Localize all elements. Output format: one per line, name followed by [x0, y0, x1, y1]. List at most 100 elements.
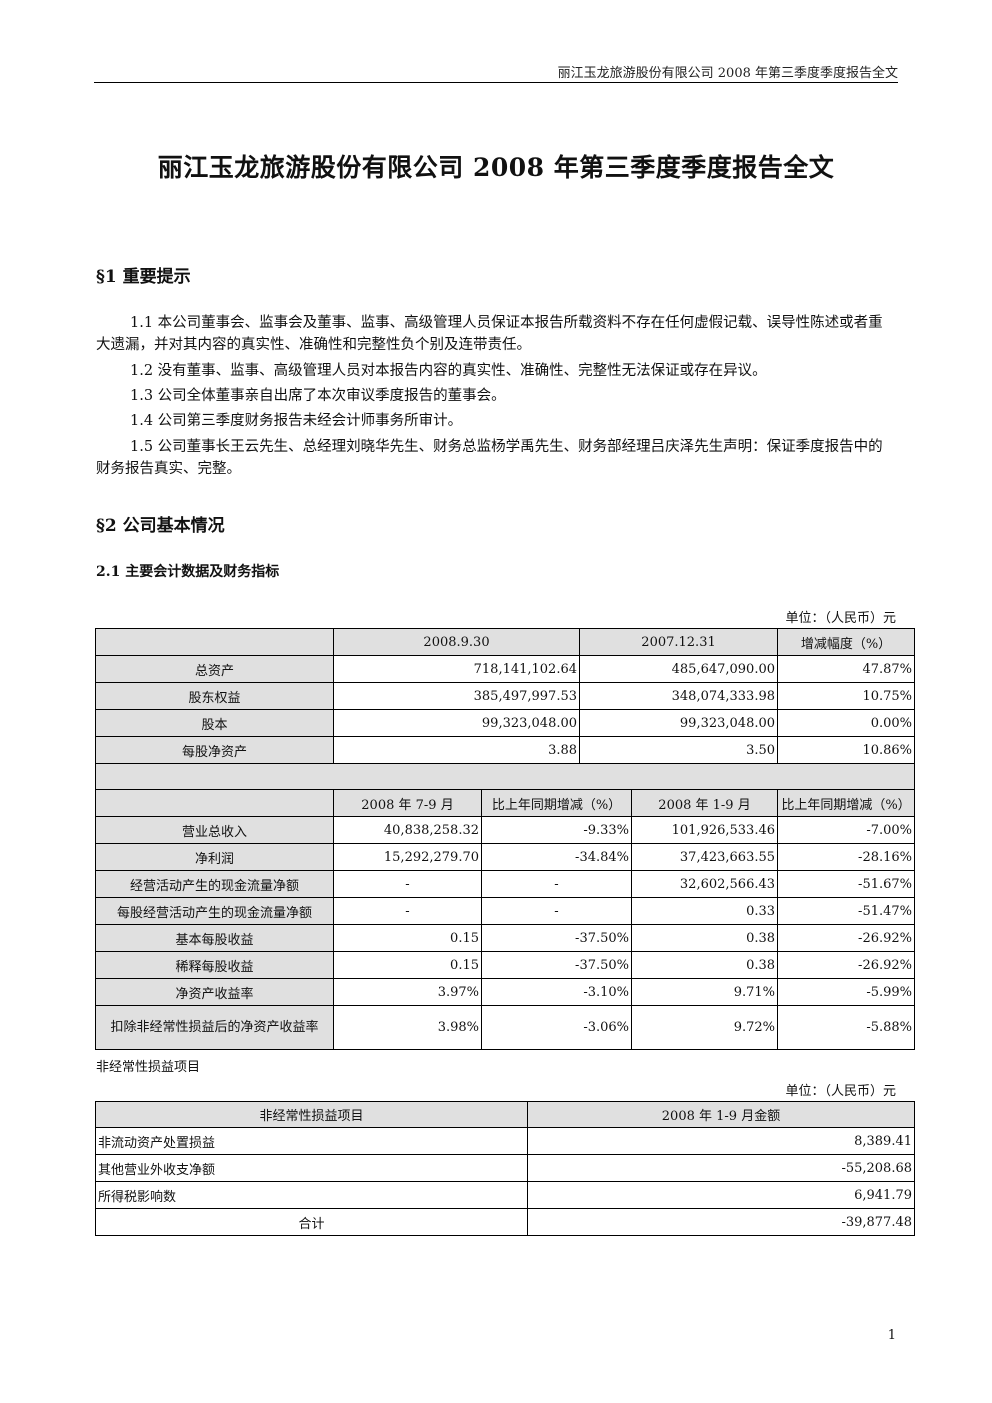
- cell-value: 3.97%: [333, 978, 482, 1006]
- table1-header2-col3: 2008 年 1-9 月: [631, 789, 779, 817]
- table-row: 每股经营活动产生的现金流量净额 - - 0.33 -51.47%: [95, 897, 916, 925]
- paragraph-1-5: 1.5 公司董事长王云先生、总经理刘晓华先生、财务总监杨学禹先生、财务部经理吕庆…: [96, 439, 883, 477]
- row-label: 扣除非经常性损益后的净资产收益率: [95, 1005, 334, 1050]
- cell-value: 10.86%: [777, 736, 916, 764]
- row-label: 净资产收益率: [95, 978, 334, 1006]
- cell-value: 385,497,997.53: [332, 682, 581, 710]
- cell-value: 47.87%: [777, 655, 916, 683]
- table1-header2-blank: [95, 789, 334, 817]
- cell-value: 9.71%: [631, 978, 779, 1006]
- row-label: 营业总收入: [95, 816, 334, 844]
- header-rule: [94, 82, 898, 83]
- cell-value: 3.88: [332, 736, 581, 764]
- cell-value: 101,926,533.46: [631, 816, 779, 844]
- cell-value: -34.84%: [480, 843, 633, 871]
- table2-header-col1: 非经常性损益项目: [95, 1101, 528, 1128]
- paragraph-1-1: 1.1 本公司董事会、监事会及董事、监事、高级管理人员保证本报告所载资料不存在任…: [96, 315, 883, 353]
- row-label: 经营活动产生的现金流量净额: [95, 870, 334, 898]
- row-label: 每股净资产: [95, 736, 334, 764]
- row-label: 净利润: [95, 843, 334, 871]
- spacer-cell: [94, 763, 916, 790]
- cell-value: -5.88%: [777, 1005, 916, 1050]
- unit-label-2: 单位：（人民币）元: [785, 1084, 896, 1099]
- table1-header-blank: [95, 628, 334, 656]
- cell-value: -51.47%: [777, 897, 916, 925]
- table-row: 稀释每股收益 0.15 -37.50% 0.38 -26.92%: [95, 951, 916, 979]
- cell-value: -9.33%: [480, 816, 633, 844]
- table-row: 基本每股收益 0.15 -37.50% 0.38 -26.92%: [95, 924, 916, 952]
- cell-value: 0.15: [333, 924, 482, 952]
- page-header: 丽江玉龙旅游股份有限公司 2008 年第三季度季度报告全文: [557, 66, 898, 81]
- cell-value: 10.75%: [777, 682, 916, 710]
- paragraph-1-4: 1.4 公司第三季度财务报告未经会计师事务所审计。: [130, 413, 463, 429]
- row-label: 股本: [95, 709, 334, 737]
- table-row: 营业总收入 40,838,258.32 -9.33% 101,926,533.4…: [95, 816, 916, 844]
- cell-value: -28.16%: [777, 843, 916, 871]
- table1-spacer-row: [94, 763, 916, 790]
- cell-value: -: [333, 870, 482, 898]
- cell-value: 0.15: [333, 951, 482, 979]
- cell-value: -37.50%: [480, 951, 633, 979]
- cell-value: 99,323,048.00: [332, 709, 581, 737]
- cell-value: 9.72%: [631, 1005, 779, 1050]
- cell-value: 0.00%: [777, 709, 916, 737]
- document-title: 丽江玉龙旅游股份有限公司 2008 年第三季度季度报告全文: [157, 153, 835, 182]
- cell-value: -26.92%: [777, 951, 916, 979]
- cell-value: -: [480, 870, 633, 898]
- cell-value: -5.99%: [777, 978, 916, 1006]
- cell-value: 718,141,102.64: [332, 655, 581, 683]
- table2-total-row: 合计 -39,877.48: [95, 1208, 915, 1236]
- table1-header2-col4: 比上年同期增减（%）: [777, 789, 916, 817]
- cell-value: -: [333, 897, 482, 925]
- cell-value: 6,941.79: [527, 1181, 915, 1209]
- cell-value: 0.38: [631, 924, 779, 952]
- total-label: 合计: [95, 1208, 528, 1236]
- cell-value: -55,208.68: [527, 1154, 915, 1182]
- row-label: 非流动资产处置损益: [95, 1127, 528, 1155]
- table1-header2-row: 2008 年 7-9 月 比上年同期增减（%） 2008 年 1-9 月 比上年…: [95, 789, 916, 817]
- cell-value: 0.33: [631, 897, 779, 925]
- row-label: 基本每股收益: [95, 924, 334, 952]
- page-number: 1: [887, 1328, 896, 1343]
- table1-header2-col1: 2008 年 7-9 月: [333, 789, 482, 817]
- cell-value: -37.50%: [480, 924, 633, 952]
- cell-value: -3.10%: [480, 978, 633, 1006]
- table1-header-col1: 2008.9.30: [332, 628, 581, 656]
- table-row: 总资产 718,141,102.64 485,647,090.00 47.87%: [95, 655, 916, 683]
- cell-value: 40,838,258.32: [333, 816, 482, 844]
- row-label: 所得税影响数: [95, 1181, 528, 1209]
- section2-heading: §2 公司基本情况: [96, 516, 225, 536]
- table1-header-col2: 2007.12.31: [579, 628, 779, 656]
- cell-value: -7.00%: [777, 816, 916, 844]
- cell-value: 348,074,333.98: [579, 682, 779, 710]
- table-row: 非流动资产处置损益 8,389.41: [95, 1127, 915, 1155]
- row-label: 稀释每股收益: [95, 951, 334, 979]
- financial-indicators-table: 2008.9.30 2007.12.31 增减幅度（%） 总资产 718,141…: [94, 628, 916, 1050]
- unit-label-1: 单位：（人民币）元: [785, 611, 896, 626]
- table-row: 所得税影响数 6,941.79: [95, 1181, 915, 1209]
- section1-heading: §1 重要提示: [96, 267, 191, 287]
- cell-value: 0.38: [631, 951, 779, 979]
- nonrecurring-note: 非经常性损益项目: [96, 1060, 201, 1075]
- nonrecurring-items-table: 非经常性损益项目 2008 年 1-9 月金额 非流动资产处置损益 8,389.…: [95, 1101, 915, 1236]
- cell-value: 3.98%: [333, 1005, 482, 1050]
- table-row: 每股净资产 3.88 3.50 10.86%: [95, 736, 916, 764]
- row-label: 其他营业外收支净额: [95, 1154, 528, 1182]
- table-row: 股东权益 385,497,997.53 348,074,333.98 10.75…: [95, 682, 916, 710]
- table2-header-row: 非经常性损益项目 2008 年 1-9 月金额: [95, 1101, 915, 1128]
- cell-value: 32,602,566.43: [631, 870, 779, 898]
- table-row: 扣除非经常性损益后的净资产收益率 3.98% -3.06% 9.72% -5.8…: [95, 1005, 916, 1050]
- cell-value: -26.92%: [777, 924, 916, 952]
- cell-value: 99,323,048.00: [579, 709, 779, 737]
- table-row: 股本 99,323,048.00 99,323,048.00 0.00%: [95, 709, 916, 737]
- cell-value: 8,389.41: [527, 1127, 915, 1155]
- cell-value: -51.67%: [777, 870, 916, 898]
- table-row: 净资产收益率 3.97% -3.10% 9.71% -5.99%: [95, 978, 916, 1006]
- table-row: 其他营业外收支净额 -55,208.68: [95, 1154, 915, 1182]
- cell-value: 3.50: [579, 736, 779, 764]
- paragraph-1-3: 1.3 公司全体董事亲自出席了本次审议季度报告的董事会。: [130, 388, 506, 404]
- table-row: 经营活动产生的现金流量净额 - - 32,602,566.43 -51.67%: [95, 870, 916, 898]
- table2-header-col2: 2008 年 1-9 月金额: [527, 1101, 915, 1128]
- table1-header-col3: 增减幅度（%）: [777, 628, 916, 656]
- cell-value: 37,423,663.55: [631, 843, 779, 871]
